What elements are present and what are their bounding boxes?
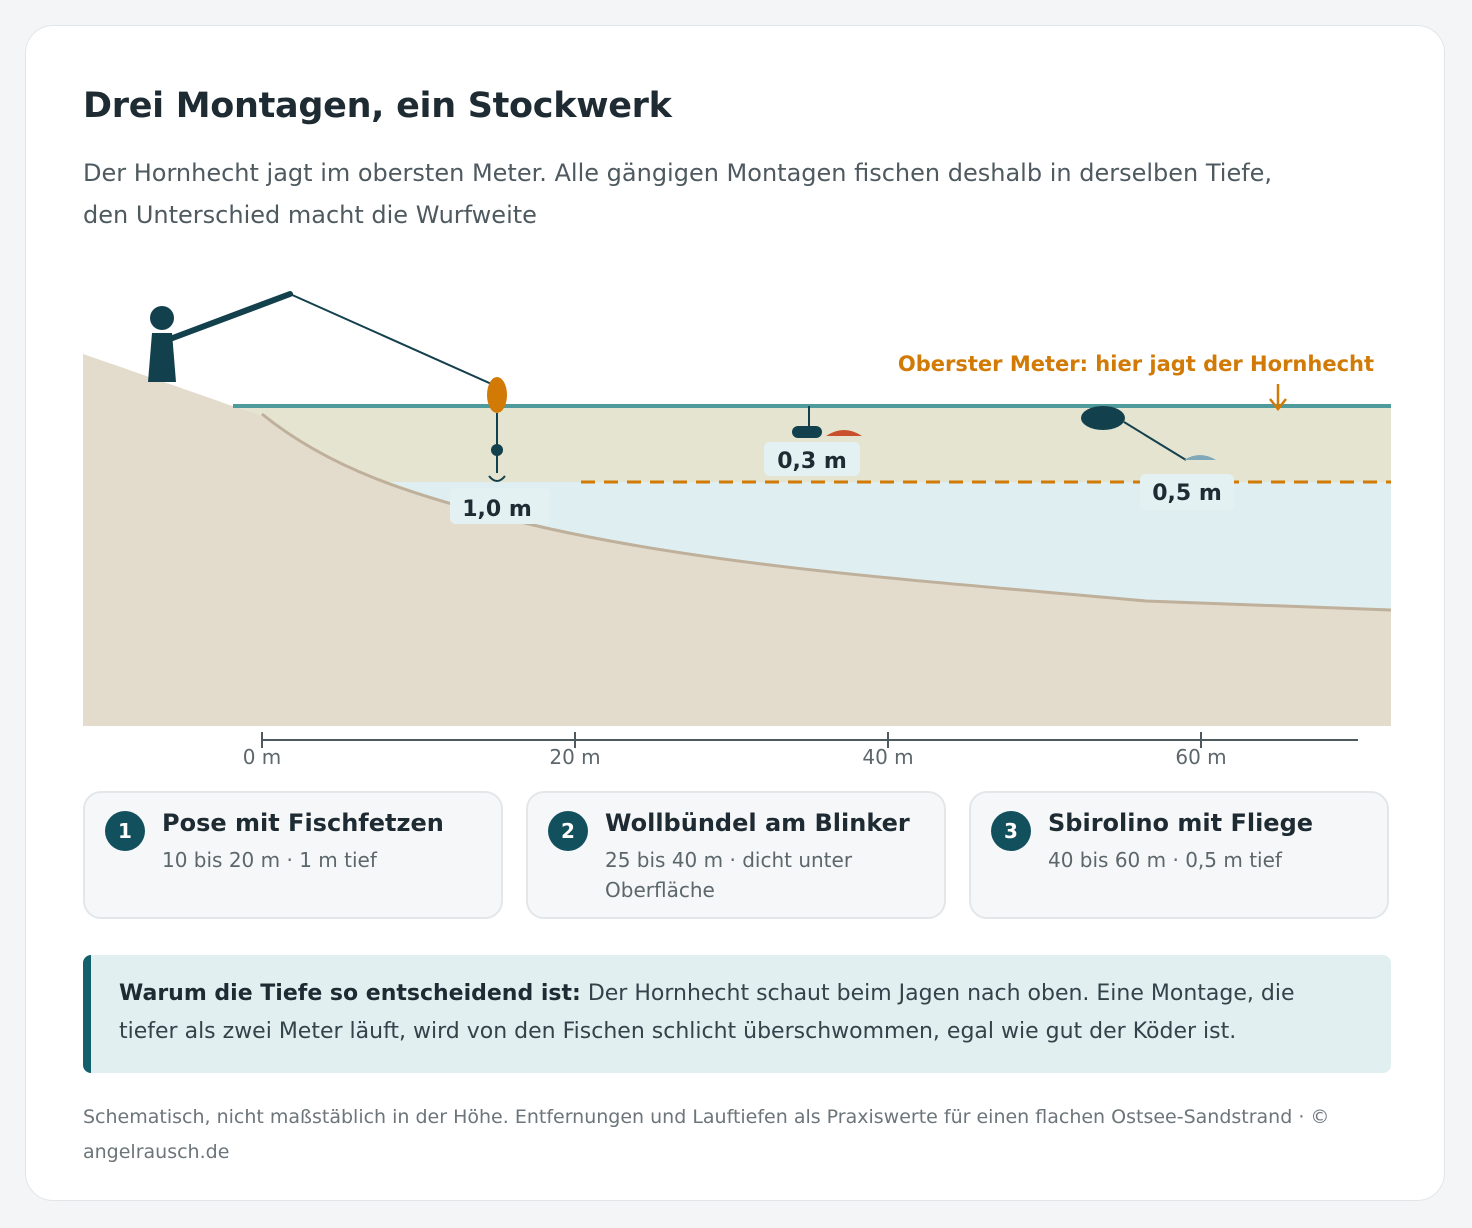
depth-label-blinker: 0,3 m [777,449,847,474]
montage-card-2: 2 Wollbündel am Blinker 25 bis 40 m · di… [526,791,946,919]
infographic-card: Drei Montagen, ein Stockwerk Der Hornhec… [25,25,1445,1201]
callout-text: Warum die Tiefe so entscheidend ist: Der… [119,975,1359,1051]
float-rig-icon [487,377,507,482]
info-callout: Warum die Tiefe so entscheidend ist: Der… [83,955,1391,1073]
fishing-rod [167,291,293,342]
montage-diagram: Oberster Meter: hier jagt der Hornhecht … [83,291,1392,769]
montage-number-badge: 3 [991,811,1031,851]
angler-icon [148,306,176,382]
seabed [83,354,1391,726]
page-subtitle: Der Hornhecht jagt im obersten Meter. Al… [83,159,1273,229]
depth-badge-pose [450,488,550,524]
zone-label: Oberster Meter: hier jagt der Hornhecht [898,352,1374,376]
axis-tick-label-60: 60 m [1175,745,1226,769]
montage-description: 25 bis 40 m · dicht unter Oberfläche [605,848,853,902]
down-arrow-icon [1269,384,1287,412]
axis-tick-label-0: 0 m [243,745,282,769]
footnote: Schematisch, nicht maßstäblich in der Hö… [83,1106,1330,1163]
montage-number-badge: 1 [105,811,145,851]
depth-label-sbirolino: 0,5 m [1152,481,1222,506]
callout-lead: Warum die Tiefe so entscheidend ist: [119,981,581,1006]
montage-description: 40 bis 60 m · 0,5 m tief [1048,848,1282,872]
axis-tick-label-20: 20 m [549,745,600,769]
spoon-rig-icon [792,406,862,438]
montage-number-badge: 2 [548,811,588,851]
seabed-line [261,412,1392,612]
page-title: Drei Montagen, ein Stockwerk [83,86,672,126]
callout-body: Der Hornhecht schaut beim Jagen nach obe… [119,981,1295,1044]
axis-tick-label-40: 40 m [862,745,913,769]
sbirolino-rig-icon [1081,406,1216,461]
montage-title: Sbirolino mit Fliege [1048,809,1314,837]
montage-card-3: 3 Sbirolino mit Fliege 40 bis 60 m · 0,5… [969,791,1389,919]
montage-description: 10 bis 20 m · 1 m tief [162,848,377,872]
montage-title: Pose mit Fischfetzen [162,809,444,837]
fishing-line [289,293,497,387]
depth-label-pose: 1,0 m [462,497,532,522]
depth-badge-sbirolino [1140,474,1234,510]
montage-card-1: 1 Pose mit Fischfetzen 10 bis 20 m · 1 m… [83,791,503,919]
montage-cards: 1 Pose mit Fischfetzen 10 bis 20 m · 1 m… [83,791,1391,921]
depth-badge-blinker [764,442,860,476]
montage-title: Wollbündel am Blinker [605,809,910,837]
